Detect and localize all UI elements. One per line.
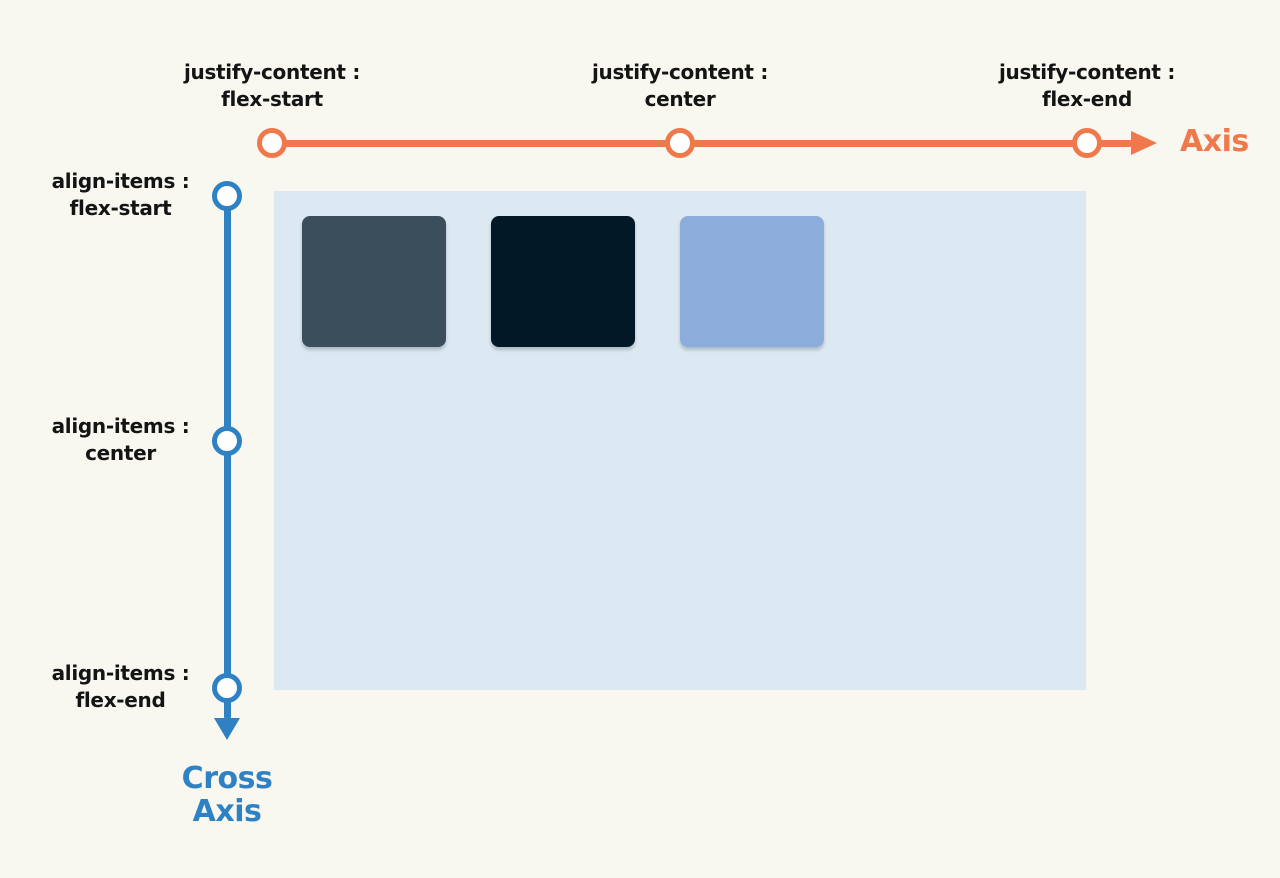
label-property: align-items : — [51, 661, 190, 685]
flex-container — [274, 191, 1086, 690]
main-axis-arrowhead-icon — [1131, 131, 1157, 155]
cross-axis-marker-flex-start-icon — [212, 181, 242, 211]
flex-item-3 — [680, 216, 824, 347]
flex-item-1 — [302, 216, 446, 347]
label-value: flex-start — [221, 87, 323, 111]
label-justify-content-flex-start: justify-content : flex-start — [132, 59, 412, 113]
label-align-items-flex-end: align-items : flex-end — [18, 660, 223, 714]
main-axis-marker-flex-end-icon — [1072, 128, 1102, 158]
label-value: center — [85, 441, 156, 465]
cross-axis-arrowhead-icon — [214, 718, 240, 740]
flex-item-2 — [491, 216, 635, 347]
label-value: flex-end — [75, 688, 166, 712]
cross-axis-marker-flex-end-icon — [212, 673, 242, 703]
cross-axis-title-line2: Axis — [192, 794, 262, 829]
cross-axis-title: Cross Axis — [147, 762, 307, 828]
label-property: align-items : — [51, 414, 190, 438]
main-axis-line — [272, 140, 1133, 147]
label-value: flex-start — [69, 196, 172, 220]
main-axis-title: Axis — [1180, 124, 1249, 159]
label-align-items-center: align-items : center — [18, 413, 223, 467]
cross-axis-title-line1: Cross — [181, 761, 273, 796]
label-property: align-items : — [51, 169, 190, 193]
label-property: justify-content : — [183, 60, 361, 84]
label-value: center — [644, 87, 716, 111]
label-property: justify-content : — [998, 60, 1176, 84]
cross-axis-line — [224, 196, 231, 720]
label-justify-content-flex-end: justify-content : flex-end — [947, 59, 1227, 113]
main-axis-marker-flex-start-icon — [257, 128, 287, 158]
label-property: justify-content : — [591, 60, 769, 84]
label-align-items-flex-start: align-items : flex-start — [18, 168, 223, 222]
label-value: flex-end — [1041, 87, 1133, 111]
main-axis-marker-center-icon — [665, 128, 695, 158]
cross-axis-marker-center-icon — [212, 426, 242, 456]
label-justify-content-center: justify-content : center — [540, 59, 820, 113]
